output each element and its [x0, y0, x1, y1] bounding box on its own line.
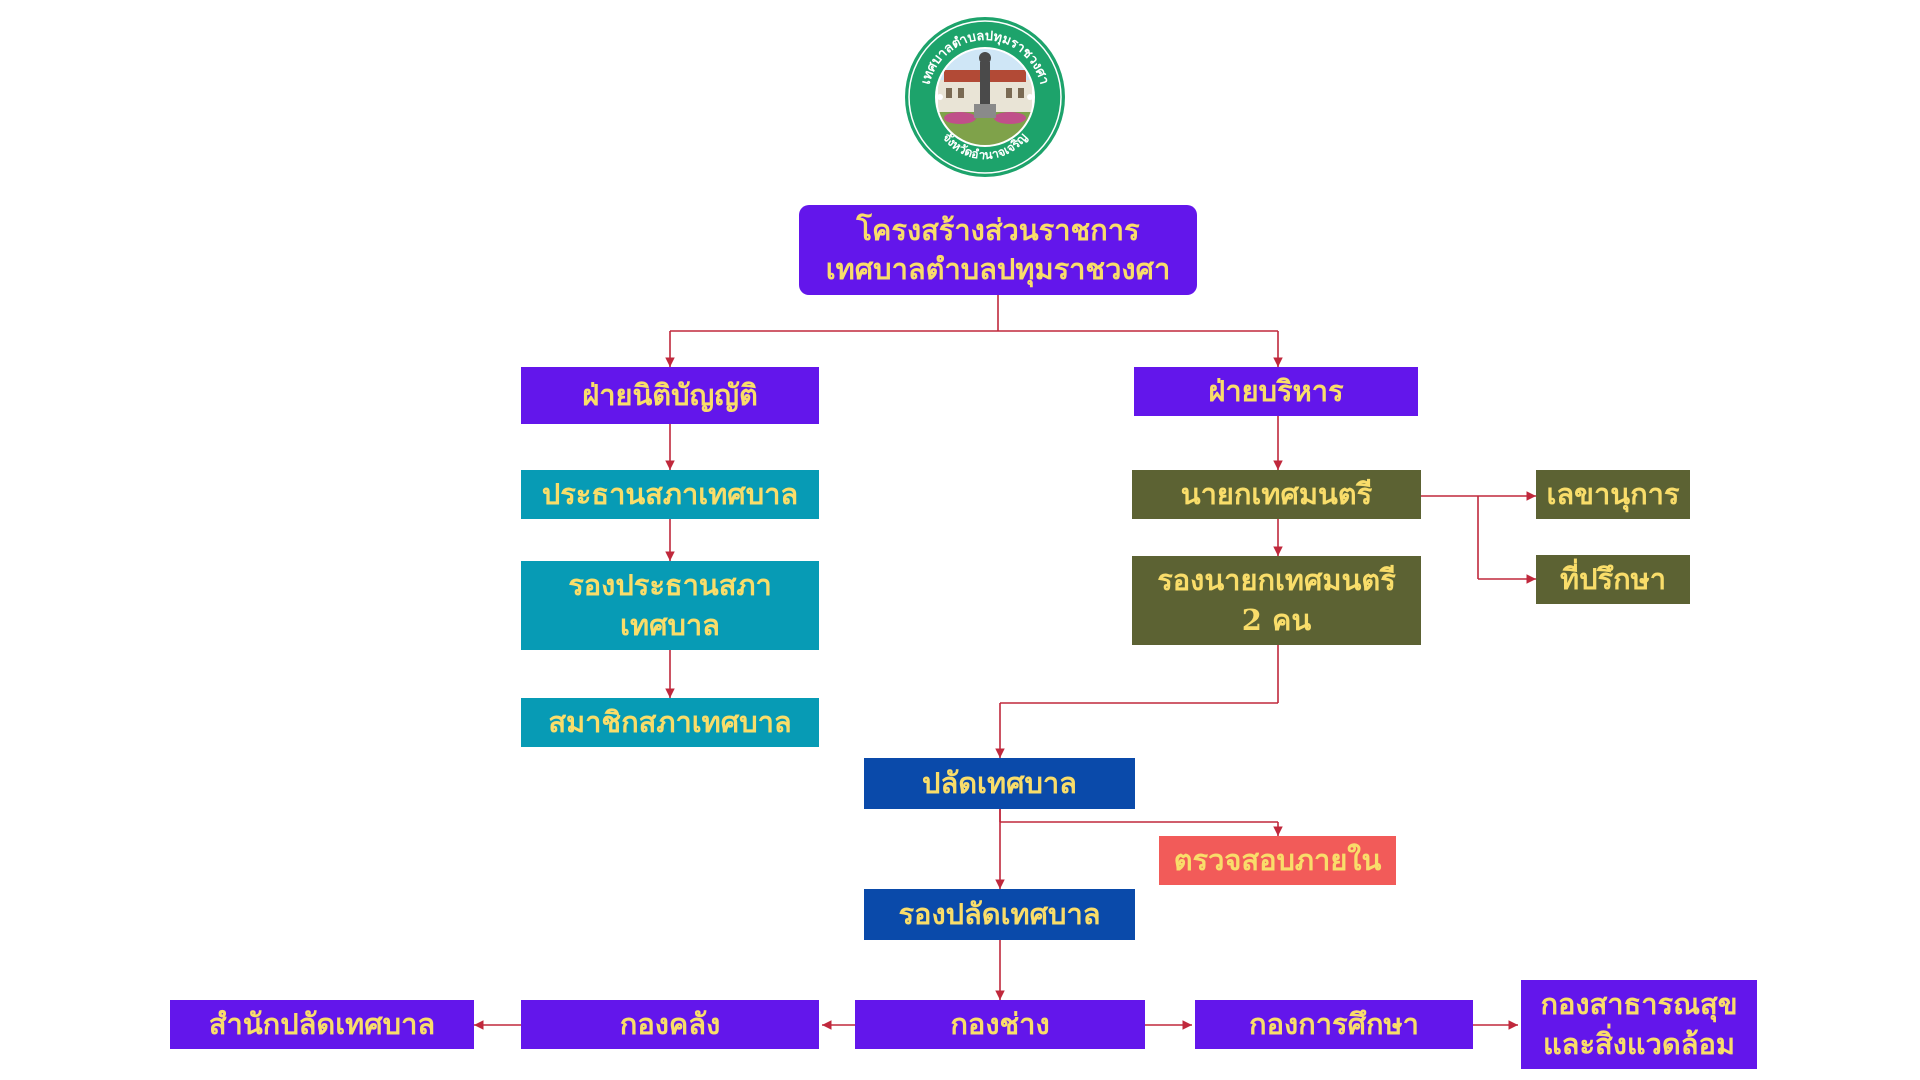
chart-title-line2: เทศบาลตำบลปทุมราชวงศา	[825, 252, 1171, 286]
mayor-label: นายกเทศมนตรี	[1180, 476, 1373, 511]
chart-title-line1: โครงสร้างส่วนราชการ	[856, 212, 1140, 247]
council-chair-label: ประธานสภาเทศบาล	[541, 476, 799, 511]
clerk-office-label: สำนักปลัดเทศบาล	[208, 1006, 436, 1041]
secretary-box: เลขานุการ	[1536, 470, 1690, 519]
council-chair-box: ประธานสภาเทศบาล	[521, 470, 819, 519]
education-division-box: กองการศึกษา	[1195, 1000, 1473, 1049]
health-division-line1: กองสาธารณสุข	[1540, 987, 1738, 1022]
council-vice-chair-line1: รองประธานสภา	[568, 568, 772, 603]
municipal-clerk-label: ปลัดเทศบาล	[922, 765, 1077, 800]
advisor-label: ที่ปรึกษา	[1559, 561, 1667, 596]
council-vice-chair-box: รองประธานสภา เทศบาล	[521, 561, 819, 650]
engineering-division-box: กองช่าง	[855, 1000, 1145, 1049]
council-members-box: สมาชิกสภาเทศบาล	[521, 698, 819, 747]
health-division-line2: และสิ่งแวดล้อม	[1542, 1026, 1735, 1061]
health-division-box: กองสาธารณสุข และสิ่งแวดล้อม	[1521, 980, 1757, 1069]
municipal-clerk-box: ปลัดเทศบาล	[864, 758, 1135, 809]
council-vice-chair-line2: เทศบาล	[620, 607, 720, 642]
municipality-seal: เทศบาลตำบลปทุมราชวงศา จังหวัดอำนาจเจริญ	[902, 14, 1068, 180]
legislative-branch-label: ฝ่ายนิติบัญญัติ	[582, 377, 758, 412]
deputy-mayor-box: รองนายกเทศมนตรี 2 คน	[1132, 556, 1421, 645]
engineering-division-label: กองช่าง	[950, 1006, 1050, 1041]
deputy-clerk-label: รองปลัดเทศบาล	[898, 896, 1101, 931]
education-division-label: กองการศึกษา	[1249, 1006, 1419, 1041]
secretary-label: เลขานุการ	[1546, 476, 1680, 511]
advisor-box: ที่ปรึกษา	[1536, 555, 1690, 604]
deputy-mayor-line2: 2 คน	[1241, 602, 1312, 637]
executive-branch-box: ฝ่ายบริหาร	[1134, 367, 1418, 416]
finance-division-label: กองคลัง	[619, 1006, 721, 1041]
council-members-label: สมาชิกสภาเทศบาล	[548, 704, 792, 739]
executive-branch-label: ฝ่ายบริหาร	[1208, 373, 1344, 408]
internal-audit-box: ตรวจสอบภายใน	[1159, 836, 1396, 885]
deputy-mayor-line1: รองนายกเทศมนตรี	[1157, 563, 1396, 598]
mayor-box: นายกเทศมนตรี	[1132, 470, 1421, 519]
internal-audit-label: ตรวจสอบภายใน	[1173, 842, 1382, 877]
deputy-clerk-box: รองปลัดเทศบาล	[864, 889, 1135, 940]
chart-title: โครงสร้างส่วนราชการ เทศบาลตำบลปทุมราชวงศ…	[799, 205, 1197, 295]
finance-division-box: กองคลัง	[521, 1000, 819, 1049]
legislative-branch-box: ฝ่ายนิติบัญญัติ	[521, 367, 819, 424]
clerk-office-box: สำนักปลัดเทศบาล	[170, 1000, 474, 1049]
